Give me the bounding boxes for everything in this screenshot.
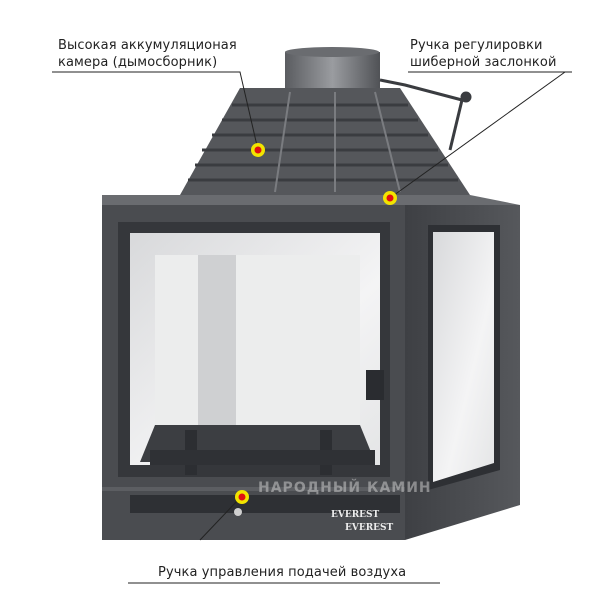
top-plate — [102, 195, 520, 205]
air-control-knob — [234, 508, 242, 516]
watermark: НАРОДНЫЙ КАМИН — [258, 480, 432, 496]
annotation-air-control: Ручка управления подачей воздуха — [158, 564, 406, 581]
marker-smoke-chamber — [251, 143, 265, 157]
marker-damper-handle — [383, 191, 397, 205]
annotation-line: камера (дымосборник) — [58, 55, 218, 70]
front-door — [102, 205, 405, 540]
annotation-line: Ручка управления подачей воздуха — [158, 565, 407, 580]
annotation-line: Высокая аккумуляционая — [58, 38, 237, 53]
leader-lines — [52, 71, 572, 584]
annotation-smoke-chamber: Высокая аккумуляционая камера (дымосборн… — [58, 37, 237, 71]
door-latch — [366, 370, 384, 400]
brand-logo-2: EVEREST — [345, 523, 394, 533]
annotation-line: шиберной заслонкой — [410, 55, 557, 70]
flue-collar — [285, 47, 380, 92]
annotation-line: Ручка регулировки — [410, 38, 543, 53]
damper-handle — [379, 78, 472, 151]
smoke-chamber-hood — [180, 88, 470, 195]
brand-logo: EVEREST — [331, 510, 380, 520]
marker-air-control — [235, 490, 249, 504]
side-door — [405, 205, 520, 540]
annotation-damper-handle: Ручка регулировки шиберной заслонкой — [410, 37, 557, 71]
